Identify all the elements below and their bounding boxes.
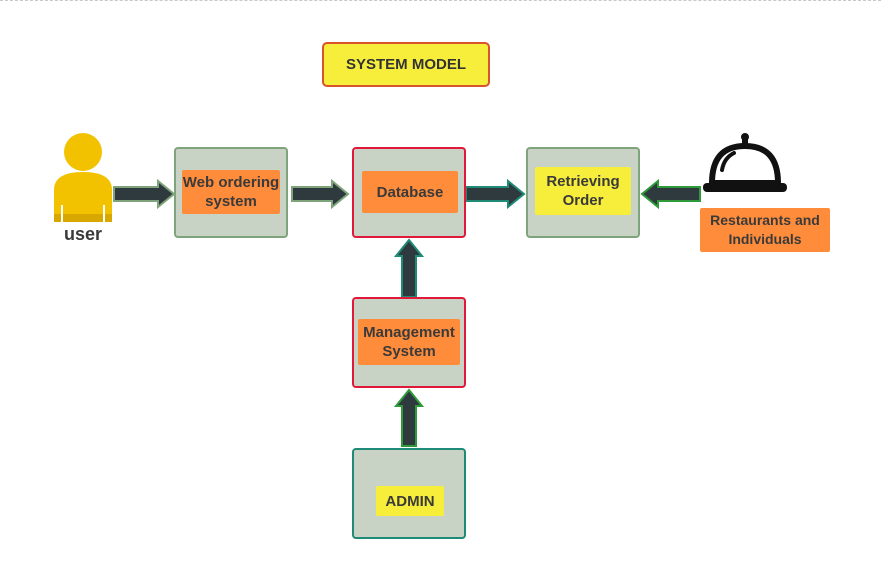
arrow-restaurants-to-retrieving-order (640, 178, 701, 210)
admin-box: ADMIN (352, 448, 466, 539)
user-label: user (63, 224, 103, 244)
database-label: Database (362, 171, 458, 213)
arrow-admin-to-management (393, 388, 425, 447)
arrow-management-to-database (393, 238, 425, 298)
user-icon (54, 133, 112, 222)
serving-cloche-icon (703, 133, 787, 192)
retrieving-order-box: Retrieving Order (526, 147, 640, 238)
web-ordering-box: Web ordering system (174, 147, 288, 238)
arrow-user-to-web-ordering (113, 178, 176, 210)
arrow-database-to-retrieving-order (465, 178, 526, 210)
admin-label: ADMIN (376, 486, 444, 516)
database-box: Database (352, 147, 466, 238)
management-system-box: Management System (352, 297, 466, 388)
arrow-web-ordering-to-database (291, 178, 350, 210)
top-border (0, 0, 881, 1)
diagram-title: SYSTEM MODEL (322, 42, 490, 87)
retrieving-order-label: Retrieving Order (535, 167, 631, 215)
management-system-label: Management System (358, 319, 460, 365)
restaurants-label: Restaurants and Individuals (700, 208, 830, 252)
web-ordering-label: Web ordering system (182, 170, 280, 214)
